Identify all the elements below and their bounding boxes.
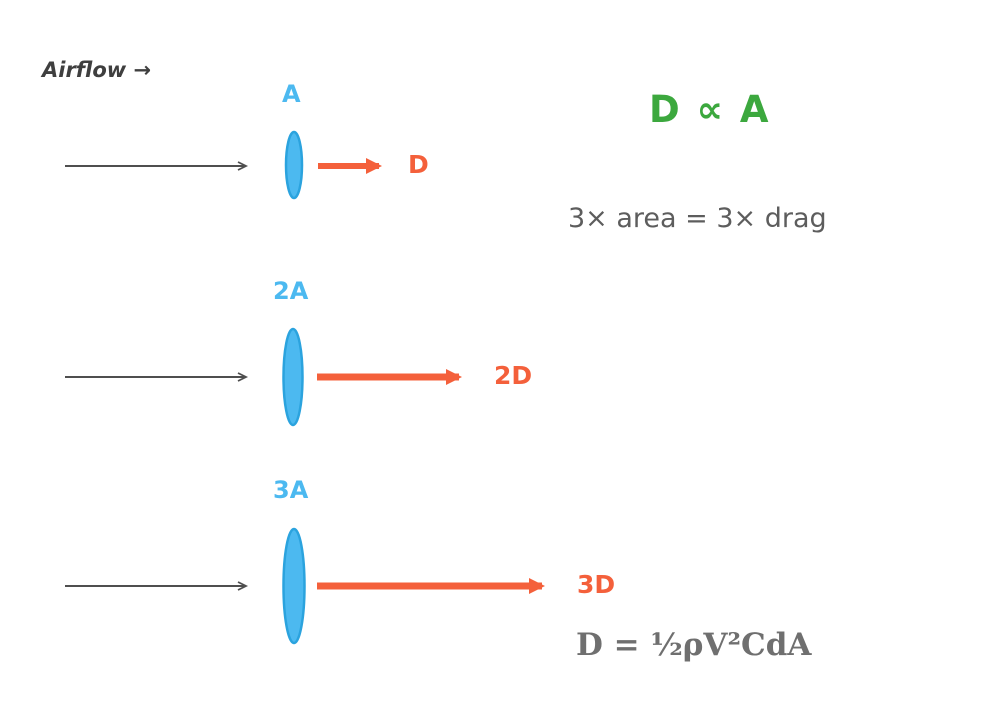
row-area-3x (65, 527, 545, 645)
relation-caption: 3× area = 3× drag (568, 203, 827, 234)
row-area-2x (65, 327, 462, 427)
area-label-2: 2A (273, 277, 309, 305)
drag-label-1: D (408, 150, 429, 179)
airflow-label: Airflow → (42, 58, 152, 82)
area-disk-large (282, 527, 306, 645)
area-label-1: A (282, 80, 301, 108)
proportionality-title: D ∝ A (649, 88, 771, 131)
area-disk-medium (282, 327, 304, 427)
drag-label-2: 2D (494, 361, 533, 390)
drag-equation: D = ½ρV²CdA (576, 627, 812, 663)
area-disk-small (284, 130, 304, 200)
area-label-3: 3A (273, 476, 309, 504)
row-area-1x (65, 130, 382, 200)
drag-label-3: 3D (577, 570, 616, 599)
